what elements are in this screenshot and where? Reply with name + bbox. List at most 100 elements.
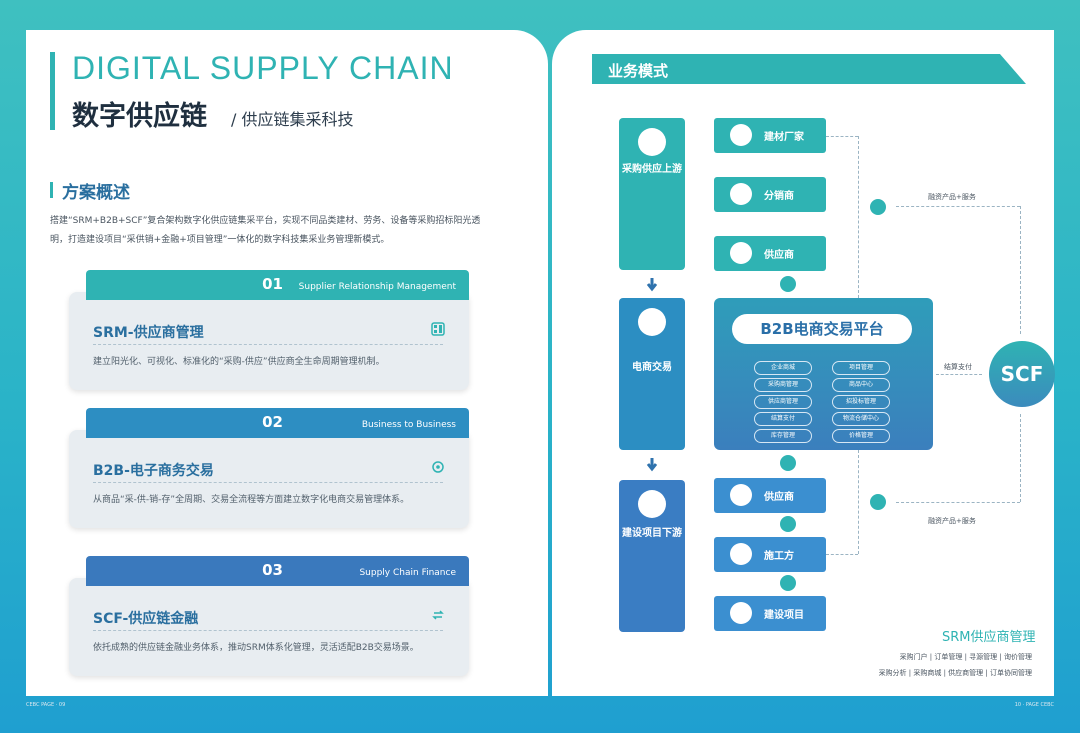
node-label: 建设项目 xyxy=(764,610,804,621)
card-english-title: Supplier Relationship Management xyxy=(298,282,456,292)
pill-logistics-warehouse: 物流仓储中心 xyxy=(832,412,890,426)
connector-line xyxy=(826,554,858,555)
arrow-down-icon xyxy=(646,458,658,472)
overview-title: 方案概述 xyxy=(62,183,130,203)
scf-middle-note: 结算支付 xyxy=(944,363,972,371)
brochure-spread: DIGITAL SUPPLY CHAIN 数字供应链 / 供应链集采科技 方案概… xyxy=(26,30,1055,708)
node-distributor[interactable]: 分销商 xyxy=(714,177,826,212)
downstream-column: 建设项目下游 xyxy=(619,480,685,632)
card-title: SCF-供应链金融 xyxy=(93,611,199,627)
card-number: 01 xyxy=(262,275,283,293)
platform-title: B2B电商交易平台 xyxy=(732,314,912,344)
card-english-title: Supply Chain Finance xyxy=(359,568,456,578)
node-supplier-bottom[interactable]: 供应商 xyxy=(714,478,826,513)
pill-supplier-management: 供应商管理 xyxy=(754,395,812,409)
pill-product-center: 商品中心 xyxy=(832,378,890,392)
exchange-icon xyxy=(432,610,444,620)
pill-inventory-management: 库存管理 xyxy=(754,429,812,443)
business-title: 业务模式 xyxy=(608,62,669,80)
upstream-label: 采购供应上游 xyxy=(622,164,682,175)
network-icon xyxy=(432,461,444,473)
dashboard-icon xyxy=(431,322,445,336)
card-srm[interactable]: 01 Supplier Relationship Management SRM-… xyxy=(69,270,469,390)
card-description: 从商品“采-供-销-存”全周期、交易全流程等方面建立数字化电商交易管理体系。 xyxy=(93,495,410,505)
business-banner xyxy=(592,54,1026,84)
node-builder[interactable]: 施工方 xyxy=(714,537,826,572)
scf-top-note: 融资产品+服务 xyxy=(928,193,976,201)
link-icon xyxy=(870,494,886,510)
pill-project-management: 项目管理 xyxy=(832,361,890,375)
srm-line-1: 采购门户 | 订单管理 | 寻源管理 | 询价管理 xyxy=(899,653,1032,661)
connector-line xyxy=(858,136,859,298)
card-description: 建立阳光化、可视化、标准化的“采购-供应”供应商全生命周期管理机制。 xyxy=(93,357,385,367)
connector-line xyxy=(1020,206,1021,334)
node-material-factory[interactable]: 建材厂家 xyxy=(714,118,826,153)
srm-title: SRM供应商管理 xyxy=(942,630,1036,645)
node-supplier-top[interactable]: 供应商 xyxy=(714,236,826,271)
link-icon xyxy=(780,276,796,292)
pill-enterprise-mall: 企业商城 xyxy=(754,361,812,375)
qr-icon xyxy=(638,308,666,336)
connector-line xyxy=(896,502,1020,503)
left-footer: CEBC PAGE · 09 xyxy=(26,702,66,708)
card-divider xyxy=(93,630,443,631)
person-icon xyxy=(730,183,752,205)
connector-line xyxy=(826,136,858,137)
pill-bidding-management: 招投标管理 xyxy=(832,395,890,409)
pill-price-management: 价格管理 xyxy=(832,429,890,443)
card-divider xyxy=(93,482,443,483)
left-page: DIGITAL SUPPLY CHAIN 数字供应链 / 供应链集采科技 方案概… xyxy=(26,30,548,708)
connector-line xyxy=(936,374,982,375)
overview-line-2: 明，打造建设项目“采供销+金融+项目管理”一体化的数字科技集采业务管理新模式。 xyxy=(50,235,390,245)
node-label: 施工方 xyxy=(764,551,794,562)
connector-line xyxy=(858,450,859,554)
card-b2b[interactable]: 02 Business to Business B2B-电子商务交易 从商品“采… xyxy=(69,408,469,528)
hero-title-english: DIGITAL SUPPLY CHAIN xyxy=(72,50,454,86)
overview-line-1: 搭建“SRM+B2B+SCF”复合架构数字化供应链集采平台，实现不同品类建材、劳… xyxy=(50,216,481,226)
link-icon xyxy=(780,516,796,532)
card-title: SRM-供应商管理 xyxy=(93,325,204,341)
building-icon xyxy=(730,124,752,146)
downstream-label: 建设项目下游 xyxy=(622,528,682,539)
arrow-down-icon xyxy=(646,278,658,292)
link-icon xyxy=(870,199,886,215)
card-number: 03 xyxy=(262,561,283,579)
link-icon xyxy=(780,575,796,591)
pill-settlement-payment: 结算支付 xyxy=(754,412,812,426)
card-number: 02 xyxy=(262,413,283,431)
card-divider xyxy=(93,344,443,345)
worker-icon xyxy=(730,543,752,565)
b2b-platform: B2B电商交易平台 企业商城 采购商管理 供应商管理 结算支付 库存管理 项目管… xyxy=(714,298,933,450)
user-icon xyxy=(730,242,752,264)
overview-accent-bar xyxy=(50,182,53,198)
link-icon xyxy=(780,455,796,471)
title-accent-bar xyxy=(50,52,55,130)
right-page: 业务模式 采购供应上游 电商交易 建设项目下游 建材厂家 分销商 供应商 xyxy=(552,30,1055,708)
card-description: 依托成熟的供应链金融业务体系，推动SRM体系化管理，灵活适配B2B交易场景。 xyxy=(93,643,419,653)
scf-bottom-note: 融资产品+服务 xyxy=(928,517,976,525)
srm-line-2: 采购分析 | 采购商城 | 供应商管理 | 订单协同管理 xyxy=(878,669,1032,677)
card-title: B2B-电子商务交易 xyxy=(93,463,214,479)
scf-circle: SCF xyxy=(989,341,1055,407)
trade-label: 电商交易 xyxy=(632,362,672,373)
node-label: 分销商 xyxy=(764,191,794,202)
node-label: 建材厂家 xyxy=(764,132,804,143)
pill-purchaser-management: 采购商管理 xyxy=(754,378,812,392)
basket-icon xyxy=(638,128,666,156)
card-head-b2b: 02 Business to Business xyxy=(86,408,469,438)
right-footer: 10 · PAGE CEBC xyxy=(1014,702,1054,708)
card-head-srm: 01 Supplier Relationship Management xyxy=(86,270,469,300)
project-icon xyxy=(730,602,752,624)
trade-column: 电商交易 xyxy=(619,298,685,450)
node-label: 供应商 xyxy=(764,250,794,261)
card-scf[interactable]: 03 Supply Chain Finance SCF-供应链金融 依托成熟的供… xyxy=(69,556,469,676)
node-project[interactable]: 建设项目 xyxy=(714,596,826,631)
card-head-scf: 03 Supply Chain Finance xyxy=(86,556,469,586)
user-icon xyxy=(730,484,752,506)
overview-text: 搭建“SRM+B2B+SCF”复合架构数字化供应链集采平台，实现不同品类建材、劳… xyxy=(50,212,520,250)
hero-title-chinese: 数字供应链 xyxy=(72,101,207,132)
ship-icon xyxy=(638,490,666,518)
hero-subtitle: / 供应链集采科技 xyxy=(231,110,354,129)
connector-line xyxy=(1020,414,1021,502)
node-label: 供应商 xyxy=(764,492,794,503)
